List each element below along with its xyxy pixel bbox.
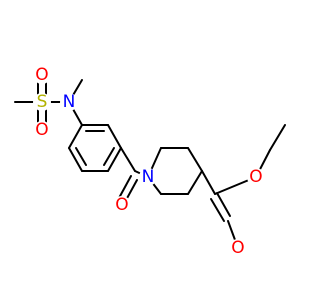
aromatic-bond <box>68 147 83 172</box>
oxygen-label: O <box>115 195 128 215</box>
sulfonyl-oxygen-top: O <box>33 65 51 85</box>
nitrogen-label: N <box>142 167 155 187</box>
oxygen-label: O <box>231 238 244 258</box>
bonds <box>14 74 286 249</box>
ester-oxygen: O <box>247 167 265 187</box>
carbonyl-oxygen-ester: O <box>229 238 247 258</box>
sulfur-label: S <box>37 92 48 112</box>
double-bond-line <box>210 198 225 222</box>
piperidine-nitrogen: N <box>139 167 157 187</box>
aromatic-inner-bond <box>103 147 115 166</box>
aromatic-inner-bond <box>75 147 87 166</box>
oxygen-label: O <box>35 65 48 85</box>
chemical-structure-diagram: S O O N N O O O <box>14 65 286 258</box>
carbonyl-oxygen-amide: O <box>113 195 131 215</box>
single-bond <box>269 124 286 151</box>
double-bond-line <box>118 175 132 199</box>
atoms: S O O N N O O O <box>33 65 265 258</box>
single-bond <box>201 170 216 195</box>
oxygen-label: O <box>249 167 262 187</box>
sulfonyl-oxygen-bottom: O <box>33 120 51 140</box>
aromatic-bond <box>107 124 122 149</box>
single-bond <box>187 147 203 172</box>
aromatic-bond <box>68 124 83 149</box>
double-bond-line <box>216 192 231 217</box>
single-bond <box>187 170 203 195</box>
sulfonamide-nitrogen: N <box>60 92 78 112</box>
single-bond <box>120 147 136 172</box>
oxygen-label: O <box>35 120 48 140</box>
nitrogen-label: N <box>63 92 76 112</box>
sulfur-atom: S <box>33 92 51 112</box>
aromatic-bond <box>107 147 122 172</box>
